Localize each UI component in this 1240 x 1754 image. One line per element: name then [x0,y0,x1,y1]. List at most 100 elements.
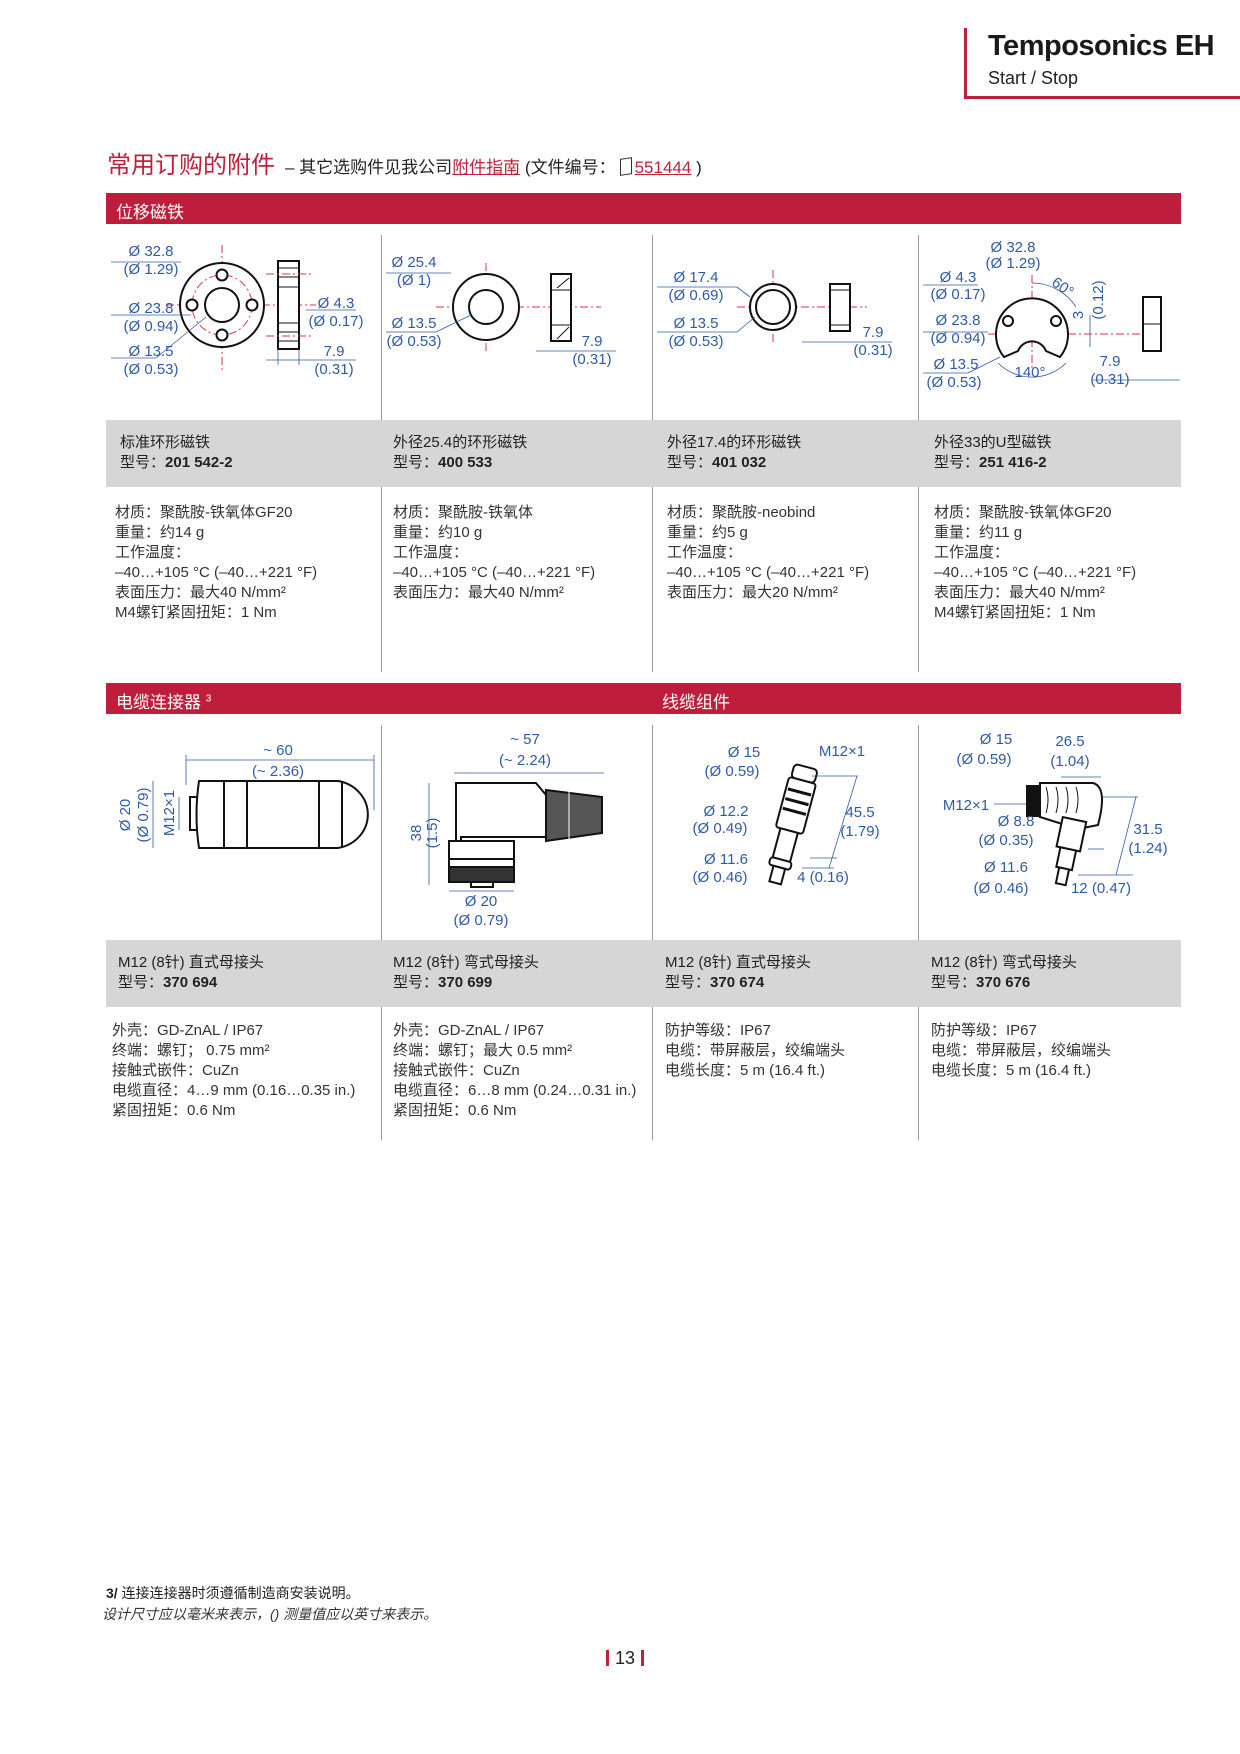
dim-label: (Ø 1) [397,272,431,289]
units-note: 设计尺寸应以毫米来表示，() 测量值应以英寸来表示。 [102,1606,438,1622]
product-name: M12 (8针) 直式母接头 [118,954,264,971]
spec-line: 重量：约11 g [934,524,1023,541]
drawing-angled-cable-assembly: Ø 15 (Ø 0.59) 26.5 (1.04) M12×1 Ø 8.8 (Ø… [943,731,1168,897]
dim-label: Ø 32.8 [128,243,173,260]
footnote: 3/ 连接连接器时须遵循制造商安装说明。 [106,1583,360,1603]
model-number: 400 533 [438,454,493,471]
spec-line: 重量：约14 g [115,524,205,541]
drawing-straight-female-connector: ~ 60 (~ 2.36) Ø 20 (Ø 0.79) M12×1 [117,742,375,849]
model-label: 型号： [393,454,439,471]
dim-label: M12×1 [943,797,989,814]
dim-label: Ø 13.5 [673,315,718,332]
spec-line: 材质：聚酰胺-neobind [667,504,816,521]
dim-label: (Ø 0.59) [956,751,1011,768]
page-marker-left [606,1650,609,1666]
doc-number-link[interactable]: 551444 [634,158,692,177]
dim-label: (Ø 0.17) [308,313,363,330]
product-title: Temposonics EH [988,30,1215,62]
dim-label: Ø 15 [728,744,761,761]
dim-label: 7.9 [863,324,884,341]
dim-label: Ø 13.5 [933,356,978,373]
model-number: 370 674 [710,974,765,991]
product-title-cell: M12 (8针) 弯式母接头型号：370 699 [393,953,539,993]
dim-label: (1.04) [1050,753,1089,770]
dim-label: (Ø 0.53) [386,333,441,350]
model-label: 型号： [934,454,980,471]
dim-label: (Ø 0.49) [692,820,747,837]
spec-line: 接触式嵌件：CuZn [393,1062,520,1079]
product-name: M12 (8针) 直式母接头 [665,954,811,971]
dim-label: ~ 57 [510,731,540,748]
section-label: 电缆连接器 3 [116,688,211,713]
spec-line: 表面压力：最大20 N/mm² [667,584,838,601]
spec-line: 电缆：带屏蔽层，绞编端头 [665,1042,846,1059]
product-title-cell: M12 (8针) 弯式母接头型号：370 676 [931,953,1077,993]
dim-label: Ø 17.4 [673,269,718,286]
dim-label: Ø 25.4 [391,254,436,271]
section-bar-connectors: 电缆连接器 3 线缆组件 [106,683,1181,714]
dim-label: 12 (0.47) [1071,880,1131,897]
dim-label: Ø 20 [117,799,134,832]
product-name: 标准环形磁铁 [120,434,211,451]
dim-label: (Ø 0.17) [930,286,985,303]
dim-label: (Ø 0.35) [978,832,1033,849]
spec-line: 表面压力：最大40 N/mm² [393,584,564,601]
spec-line: 工作温度： [393,544,469,561]
spec-line: 工作温度： [115,544,191,561]
dim-label: Ø 32.8 [990,239,1035,256]
dim-label: 26.5 [1055,733,1084,750]
dim-label: (Ø 0.53) [926,374,981,391]
footnote-ref: 3 [205,693,212,705]
dim-label: (Ø 0.53) [123,361,178,378]
dim-label: (~ 2.24) [499,752,551,769]
header-underline [964,96,1240,99]
spec-line: 电缆长度：5 m (16.4 ft.) [931,1062,1092,1079]
dim-label: M12×1 [161,790,178,836]
product-title-cell: 外径25.4的环形磁铁型号：400 533 [393,433,527,473]
spec-line: 重量：约10 g [393,524,483,541]
footnote-text: 连接连接器时须遵循制造商安装说明。 [121,1585,360,1601]
document-icon [619,157,632,176]
spec-line: 电缆长度：5 m (16.4 ft.) [665,1062,826,1079]
dim-label: 45.5 [845,804,874,821]
dim-label: Ø 23.8 [935,312,980,329]
page-number-text: 13 [615,1648,636,1668]
dim-label: Ø 23.8 [128,300,173,317]
heading-title: 常用订购的附件 [107,152,275,179]
spec-line: –40…+105 °C (–40…+221 °F) [115,564,318,581]
doc-suffix: ) [696,158,702,177]
model-number: 201 542-2 [165,454,233,471]
spec-line: 终端：螺钉；最大 0.5 mm² [393,1042,573,1059]
spec-list: 外壳：GD-ZnAL / IP67 终端：螺钉；最大 0.5 mm² 接触式嵌件：C… [393,1021,636,1121]
accessories-guide-link[interactable]: 附件指南 [452,158,521,177]
product-title-band: M12 (8针) 直式母接头型号：370 694 M12 (8针) 弯式母接头型… [106,940,1181,1007]
model-label: 型号： [667,454,713,471]
footnote-number: 3/ [106,1585,118,1601]
dim-label: Ø 4.3 [318,295,355,312]
spec-line: 材质：聚酰胺-铁氧体 [393,504,533,521]
drawing-angled-female-connector: ~ 57 (~ 2.24) 38 (1.5) Ø 20 (Ø 0.79) [408,731,604,929]
dim-label: (Ø 1.29) [123,261,178,278]
product-title-cell: 标准环形磁铁型号：201 542-2 [120,433,233,473]
product-name: 外径33的U型磁铁 [934,434,1052,451]
dim-label: M12×1 [819,743,865,760]
spec-line: 防护等级：IP67 [931,1022,1037,1039]
spec-line: M4螺钉紧固扭矩：1 Nm [115,604,277,621]
page-marker-right [641,1650,645,1666]
spec-line: 电缆直径：4…9 mm (0.16…0.35 in.) [112,1082,356,1099]
page-number: 13 [600,1648,650,1669]
model-number: 251 416-2 [979,454,1047,471]
product-name: M12 (8针) 弯式母接头 [931,954,1077,971]
spec-line: 电缆：带屏蔽层，绞编端头 [931,1042,1112,1059]
dim-label: (Ø 0.59) [704,763,759,780]
model-number: 370 694 [163,974,218,991]
spec-line: 外壳：GD-ZnAL / IP67 [393,1022,545,1039]
product-title-cell: 外径17.4的环形磁铁型号：401 032 [667,433,801,473]
drawing-straight-cable-assembly: Ø 15 (Ø 0.59) M12×1 Ø 12.2 (Ø 0.49) Ø 11… [692,743,879,886]
dim-label: (Ø 0.94) [123,318,178,335]
spec-line: 接触式嵌件：CuZn [112,1062,239,1079]
product-name: 外径17.4的环形磁铁 [667,434,802,451]
dim-label: (~ 2.36) [252,763,304,780]
